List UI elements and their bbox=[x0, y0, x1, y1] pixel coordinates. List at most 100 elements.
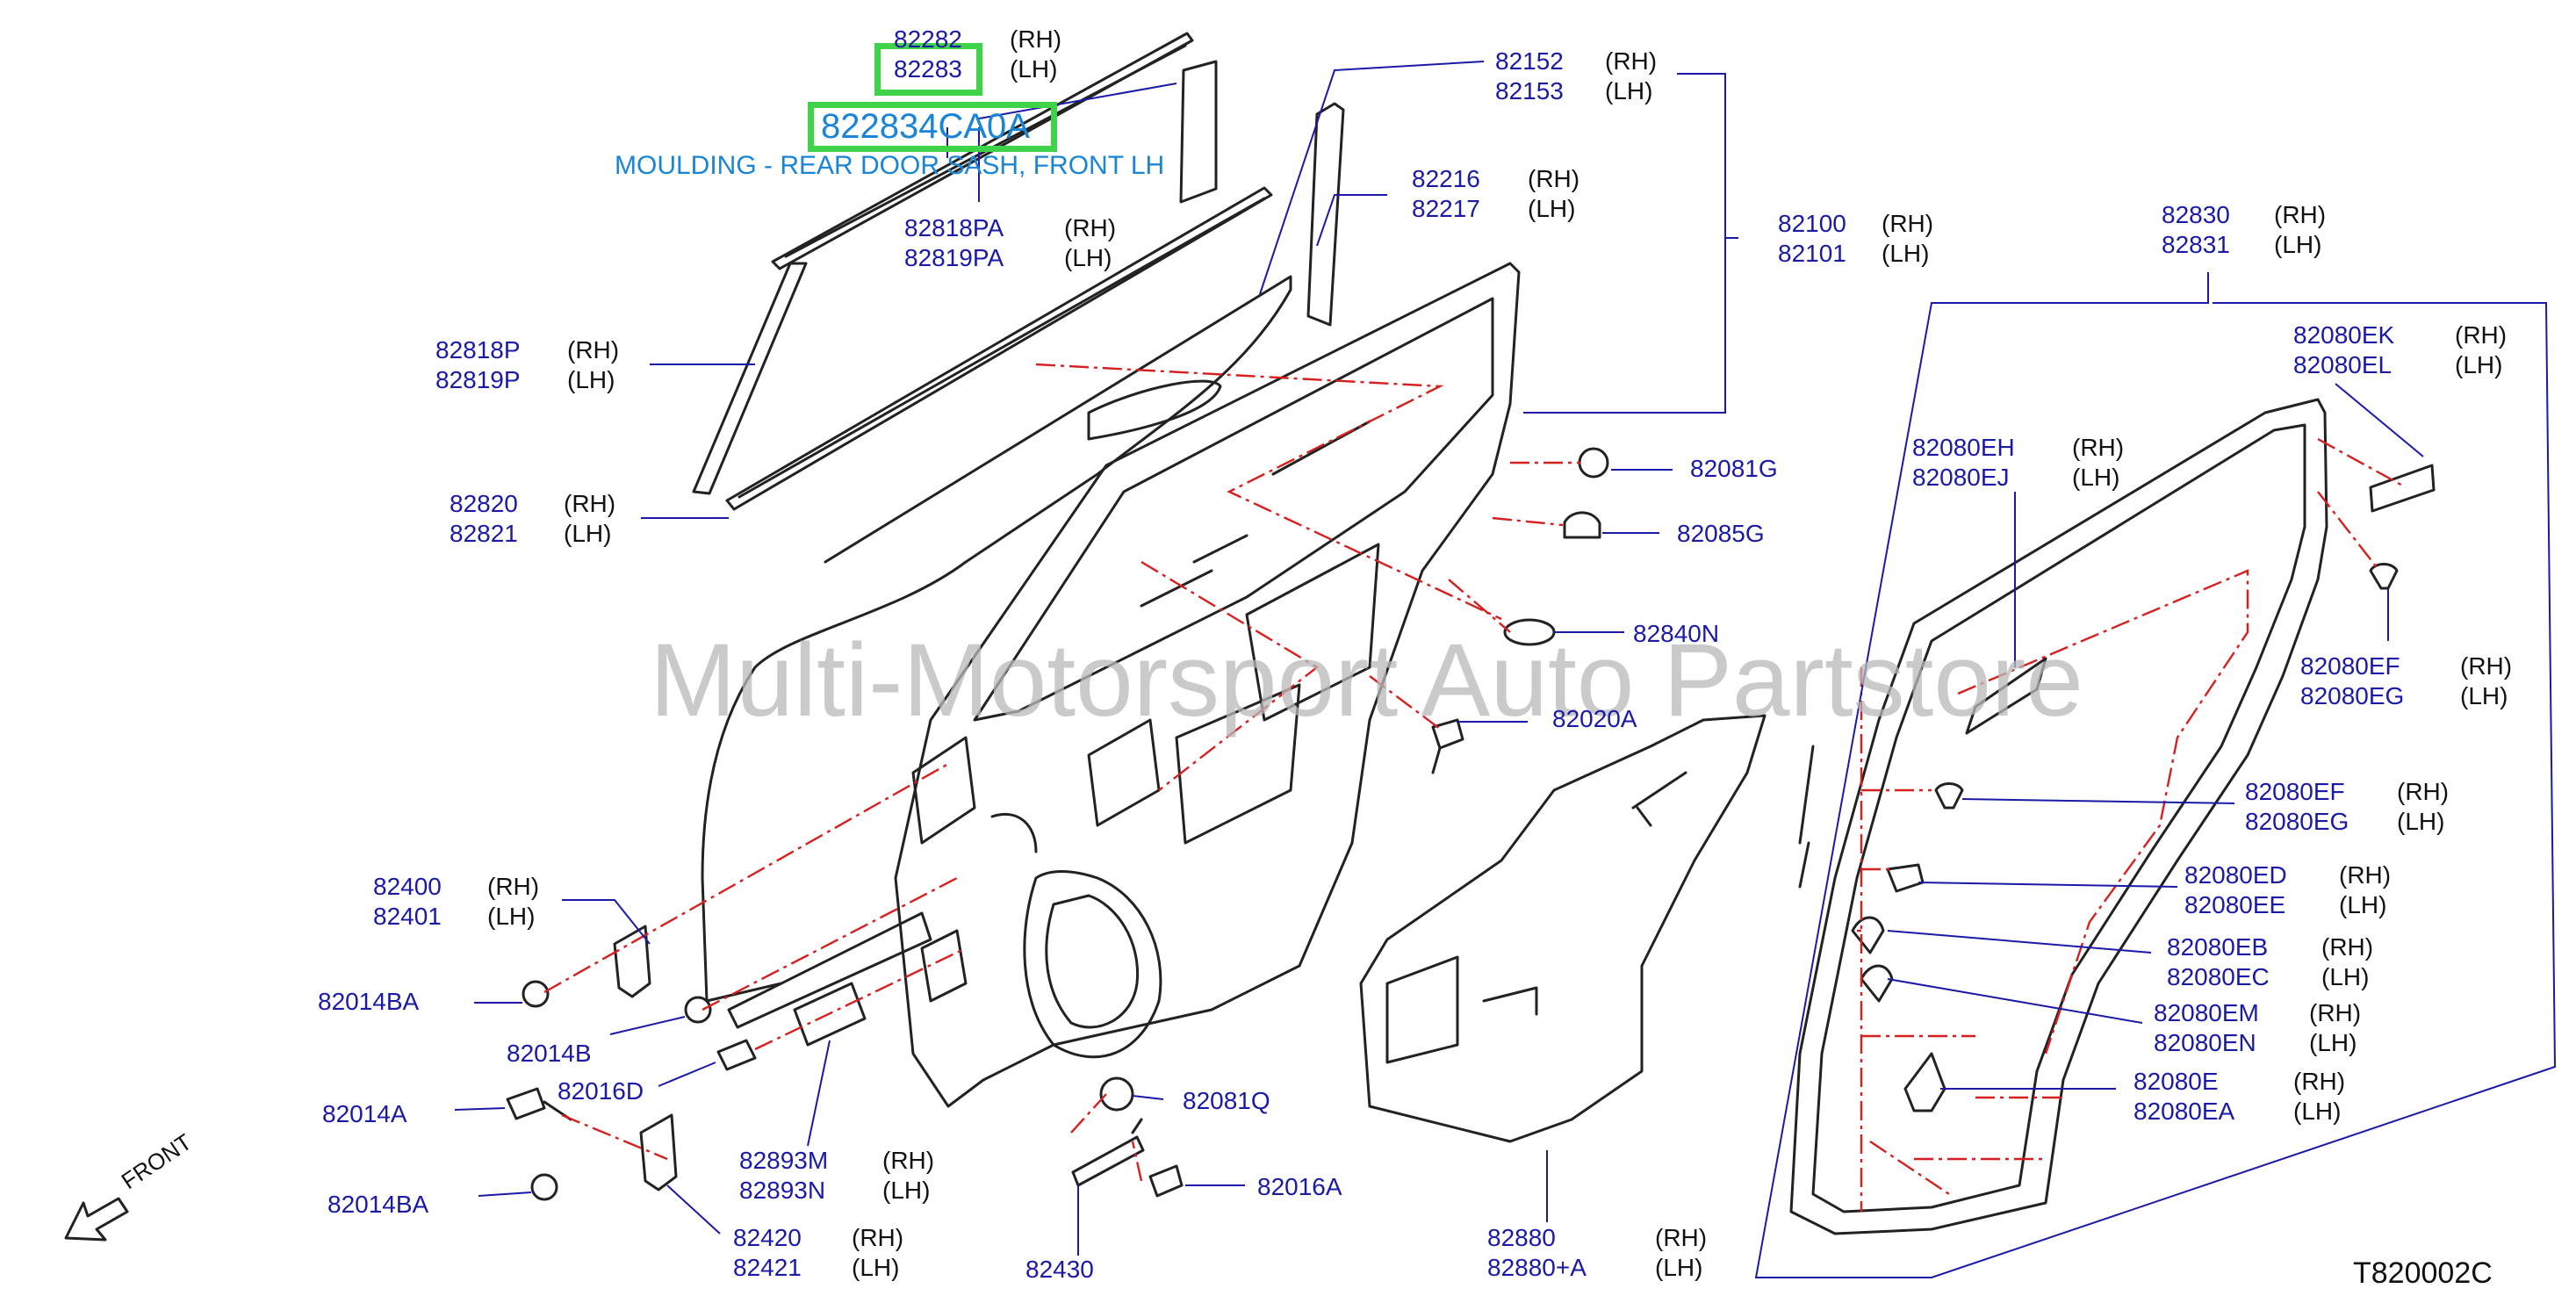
nut-82014BA-bottom bbox=[530, 1173, 558, 1201]
part-number-82085g[interactable]: 82085G bbox=[1677, 520, 1765, 547]
part-number-82821[interactable]: 82821 bbox=[450, 520, 518, 547]
side-indicator: (LH) bbox=[852, 1254, 900, 1281]
side-indicator: (RH) bbox=[1528, 165, 1580, 192]
selected-part-number[interactable]: 822834CA0A bbox=[821, 107, 1030, 146]
part-number-82421[interactable]: 82421 bbox=[733, 1254, 802, 1281]
nut-82014B bbox=[684, 996, 712, 1024]
part-number-82430[interactable]: 82430 bbox=[1025, 1256, 1094, 1283]
part-number-82080en[interactable]: 82080EN bbox=[2154, 1029, 2256, 1056]
part-number-82153[interactable]: 82153 bbox=[1495, 77, 1564, 104]
side-indicator: (RH) bbox=[1010, 25, 1062, 53]
part-number-82880-a[interactable]: 82880+A bbox=[1487, 1254, 1587, 1281]
part-number-82152[interactable]: 82152 bbox=[1495, 47, 1564, 75]
part-number-82080ek[interactable]: 82080EK bbox=[2293, 321, 2395, 349]
clip-82080EF-lower bbox=[1934, 782, 1964, 810]
part-number-82893m[interactable]: 82893M bbox=[739, 1147, 829, 1174]
part-number-82830[interactable]: 82830 bbox=[2162, 201, 2230, 228]
part-number-82014ba-a[interactable]: 82014BA bbox=[318, 988, 420, 1015]
plug-82081Q bbox=[1099, 1076, 1134, 1112]
part-number-82016d[interactable]: 82016D bbox=[558, 1077, 644, 1105]
part-number-82080ej[interactable]: 82080EJ bbox=[1912, 464, 2010, 491]
part-number-82080ec[interactable]: 82080EC bbox=[2167, 963, 2270, 990]
side-indicator: (RH) bbox=[564, 490, 616, 517]
side-indicator: (LH) bbox=[2339, 891, 2387, 918]
side-indicator: (LH) bbox=[567, 366, 615, 393]
side-indicator: (RH) bbox=[882, 1147, 935, 1174]
part-number-82216[interactable]: 82216 bbox=[1412, 165, 1480, 192]
clip-82080EM bbox=[1860, 964, 1894, 1003]
side-indicator: (RH) bbox=[852, 1224, 904, 1251]
hinge-upper bbox=[613, 925, 651, 998]
side-indicator: (LH) bbox=[2072, 464, 2120, 491]
part-number-82020a[interactable]: 82020A bbox=[1552, 705, 1637, 732]
part-number-82080e[interactable]: 82080E bbox=[2133, 1068, 2219, 1095]
side-indicator: (LH) bbox=[1882, 240, 1930, 267]
part-number-82100[interactable]: 82100 bbox=[1778, 210, 1846, 237]
sash-trim-front bbox=[692, 262, 808, 495]
side-indicator: (LH) bbox=[1605, 77, 1653, 104]
bumper-82085G bbox=[1563, 511, 1601, 539]
part-number-82081q[interactable]: 82081Q bbox=[1183, 1087, 1270, 1114]
part-number-82080eh[interactable]: 82080EH bbox=[1912, 434, 2015, 461]
bolt-82016A bbox=[1148, 1164, 1184, 1198]
part-number-82080ef-b[interactable]: 82080EF bbox=[2245, 778, 2345, 805]
part-number-82282[interactable]: 82282 bbox=[894, 25, 962, 53]
part-number-82080el[interactable]: 82080EL bbox=[2293, 351, 2393, 378]
part-number-82283[interactable]: 82283 bbox=[894, 55, 962, 83]
selected-callout-highlight bbox=[874, 43, 982, 96]
part-number-82080ef-a[interactable]: 82080EF bbox=[2300, 652, 2400, 680]
side-indicator: (RH) bbox=[2321, 933, 2374, 961]
door-handle-recess bbox=[1087, 379, 1222, 441]
part-number-82819p[interactable]: 82819P bbox=[435, 366, 521, 393]
part-number-82818p[interactable]: 82818P bbox=[435, 336, 521, 364]
watermark: Multi-Motorsport Auto Partstore bbox=[650, 623, 2083, 738]
nut-82014BA-top bbox=[522, 980, 550, 1008]
side-indicator: (RH) bbox=[1605, 47, 1658, 75]
part-number-82014b[interactable]: 82014B bbox=[507, 1040, 592, 1067]
part-number-82820[interactable]: 82820 bbox=[450, 490, 518, 517]
side-indicator: (RH) bbox=[2293, 1068, 2346, 1095]
side-indicator: (LH) bbox=[2460, 682, 2508, 709]
part-number-82420[interactable]: 82420 bbox=[733, 1224, 802, 1251]
part-number-82080eg-b[interactable]: 82080EG bbox=[2245, 808, 2349, 835]
part-number-82831[interactable]: 82831 bbox=[2162, 231, 2230, 258]
side-indicator: (LH) bbox=[2274, 231, 2322, 258]
part-number-82080ed[interactable]: 82080ED bbox=[2184, 861, 2287, 889]
door-weatherstrip bbox=[1789, 398, 2328, 1235]
part-number-82818pa[interactable]: 82818PA bbox=[904, 214, 1004, 241]
part-number-82819pa[interactable]: 82819PA bbox=[904, 244, 1004, 271]
part-number-82080eb[interactable]: 82080EB bbox=[2167, 933, 2269, 961]
part-number-82016a[interactable]: 82016A bbox=[1257, 1173, 1342, 1200]
part-number-82080ee[interactable]: 82080EE bbox=[2184, 891, 2286, 918]
side-indicator: (LH) bbox=[2293, 1098, 2342, 1125]
part-number-82080ea[interactable]: 82080EA bbox=[2133, 1098, 2235, 1125]
side-indicator: (RH) bbox=[2455, 321, 2508, 349]
part-number-82080eg-a[interactable]: 82080EG bbox=[2300, 682, 2405, 709]
sash-trim-rear bbox=[1179, 60, 1218, 204]
side-indicator: (RH) bbox=[2274, 201, 2327, 228]
side-indicator: (LH) bbox=[882, 1177, 931, 1204]
part-number-82880[interactable]: 82880 bbox=[1487, 1224, 1556, 1251]
part-number-82080em[interactable]: 82080EM bbox=[2154, 999, 2259, 1026]
part-number-82400[interactable]: 82400 bbox=[373, 873, 442, 900]
part-number-82893n[interactable]: 82893N bbox=[739, 1177, 826, 1204]
part-number-82014a[interactable]: 82014A bbox=[322, 1100, 407, 1127]
part-number-82840n[interactable]: 82840N bbox=[1633, 620, 1720, 647]
side-indicator: (LH) bbox=[1064, 244, 1112, 271]
part-number-82014ba-b[interactable]: 82014BA bbox=[327, 1191, 429, 1218]
side-indicator: (RH) bbox=[2460, 652, 2513, 680]
side-indicator: (RH) bbox=[2309, 999, 2362, 1026]
clip-82080EF-upper bbox=[2369, 563, 2399, 590]
door-sash-frame bbox=[1306, 102, 1345, 327]
selected-partnumber-highlight bbox=[808, 102, 1057, 152]
clip-82080EH bbox=[1965, 657, 2047, 735]
part-number-82101[interactable]: 82101 bbox=[1778, 240, 1846, 267]
part-number-82401[interactable]: 82401 bbox=[373, 903, 442, 930]
part-number-82081g[interactable]: 82081G bbox=[1690, 455, 1778, 482]
part-number-82217[interactable]: 82217 bbox=[1412, 195, 1480, 222]
front-arrow-icon bbox=[64, 1197, 129, 1242]
hinge-lower bbox=[639, 1113, 678, 1191]
bolt-82016D bbox=[716, 1039, 757, 1071]
side-indicator: (RH) bbox=[1655, 1224, 1708, 1251]
